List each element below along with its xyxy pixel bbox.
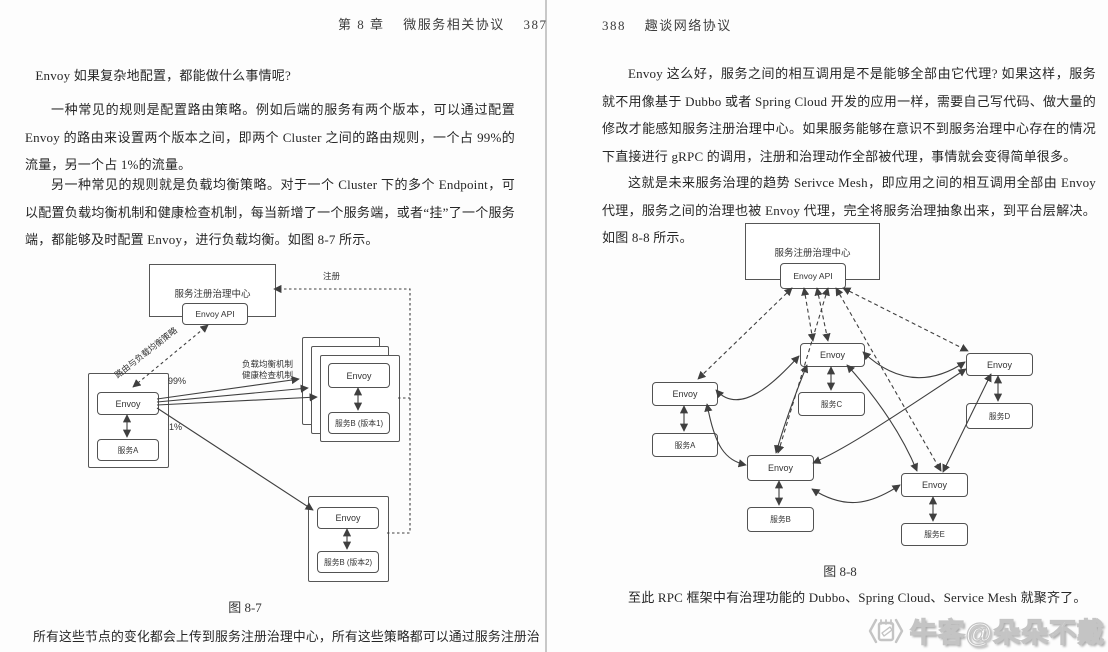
service-d-box: 服务D	[966, 403, 1033, 429]
envoy-box: Envoy	[97, 392, 159, 415]
envoy-box: Envoy	[747, 455, 814, 481]
watermark-text: 牛客@朵朵不戴	[909, 617, 1105, 648]
chapter-label: 第 8 章	[338, 17, 385, 32]
figure-8-8: 服务注册治理中心 Envoy API Envoy 服务C Envoy 服务D E…	[600, 222, 1100, 557]
service-b-box: 服务B	[747, 507, 814, 532]
figure-8-7-caption: 图 8-7	[228, 600, 262, 615]
paragraph: Envoy 这么好，服务之间的相互调用是不是能够全部由它代理? 如果这样，服务就…	[602, 66, 1096, 164]
service-b-v1-box: 服务B (版本1)	[328, 412, 390, 434]
paragraph: 所有这些节点的变化都会上传到服务注册治理中心，所有这些策略都可以通过服务注册治	[33, 630, 540, 644]
chapter-title: 微服务相关协议	[403, 17, 505, 32]
envoy-api-box: Envoy API	[182, 303, 248, 325]
watermark: 牛客@朵朵不戴	[867, 611, 1105, 650]
book-title: 趣谈网络协议	[644, 18, 732, 33]
registry-label: 服务注册治理中心	[174, 288, 251, 300]
paragraph: 一种常见的规则是配置路由策略。例如后端的服务有两个版本，可以通过配置 Envoy…	[25, 102, 515, 172]
envoy-box: Envoy	[652, 382, 718, 406]
service-b-v2-box: 服务B (版本2)	[317, 551, 379, 573]
paragraph: 这就是未来服务治理的趋势 Serivce Mesh，即应用之间的相互调用全部由 …	[602, 175, 1096, 245]
lb-label-line1: 负载均衡机制	[242, 359, 294, 369]
paragraph: 至此 RPC 框架中有治理功能的 Dubbo、Spring Cloud、Serv…	[628, 590, 1087, 605]
traffic-1-label: 1%	[169, 422, 183, 432]
envoy-box: Envoy	[800, 343, 865, 367]
envoy-box: Envoy	[317, 507, 379, 529]
service-c-box: 服务C	[798, 392, 865, 416]
load-balance-label: 负载均衡机制 健康检查机制	[242, 359, 293, 381]
traffic-99-label: 99%	[168, 376, 187, 386]
register-arrow-label: 注册	[323, 271, 341, 281]
paragraph: 另一种常见的规则就是负载均衡策略。对于一个 Cluster 下的多个 Endpo…	[25, 177, 515, 247]
page-number-right: 388	[602, 18, 626, 33]
figure-8-7: 服务注册治理中心 Envoy API Envoy 服务A Envoy 服务B (…	[30, 255, 510, 595]
service-a-box: 服务A	[97, 439, 159, 461]
page-divider	[545, 0, 547, 652]
service-a-box: 服务A	[652, 433, 718, 457]
page-number-left: 387	[523, 17, 548, 32]
left-page-header: 第 8 章 微服务相关协议 387	[338, 14, 562, 33]
service-e-box: 服务E	[901, 523, 968, 546]
paragraph: Envoy 如果复杂地配置，都能做什么事情呢?	[35, 68, 291, 83]
figure-8-8-caption: 图 8-8	[823, 564, 857, 579]
lb-label-line2: 健康检查机制	[242, 370, 294, 380]
envoy-box: Envoy	[328, 363, 390, 388]
envoy-box: Envoy	[966, 353, 1033, 376]
envoy-box: Envoy	[901, 473, 968, 497]
notepad-pencil-icon	[868, 618, 903, 643]
registry-label: 服务注册治理中心	[774, 247, 851, 259]
envoy-api-box: Envoy API	[780, 263, 846, 289]
right-page-header: 388 趣谈网络协议	[602, 15, 746, 34]
